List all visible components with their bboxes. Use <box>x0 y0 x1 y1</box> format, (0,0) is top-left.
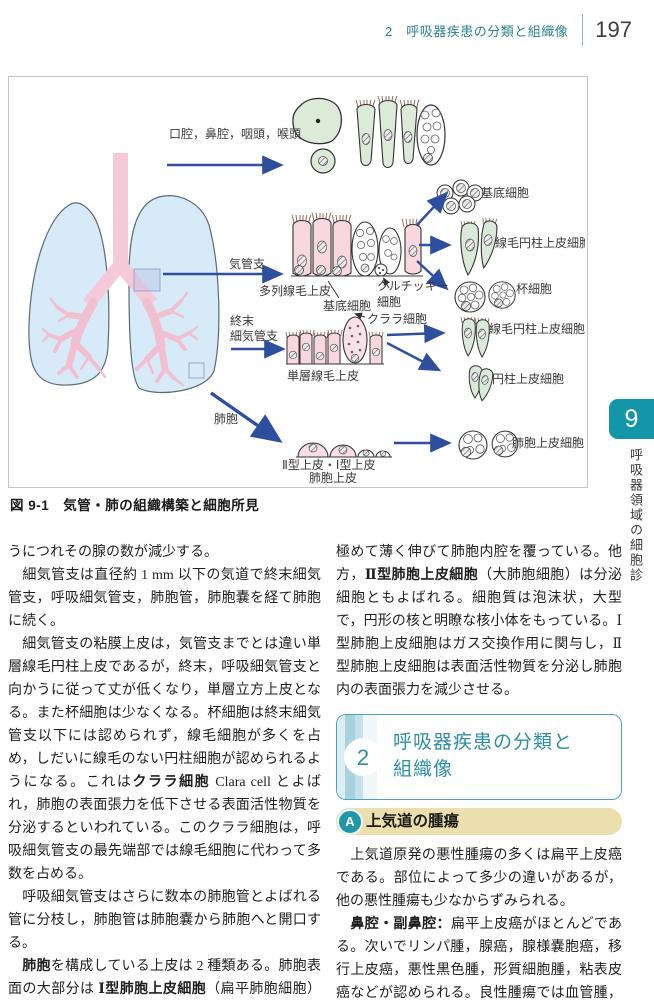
label-upper-airway: 口腔，鼻腔，咽頭，喉頭 <box>169 126 301 141</box>
subsection-heading: A 上気道の腫瘍 <box>336 808 622 835</box>
label-kulchitsky-1: クルチッキー <box>377 279 449 293</box>
label-columnar: 円柱上皮細胞 <box>492 371 564 386</box>
pseudostratified-epithelium <box>291 212 423 277</box>
page-header: 2 呼吸器疾患の分類と組織像 197 <box>0 14 654 46</box>
label-terminal-1: 終末 <box>230 313 254 328</box>
figure-caption: 図 9-1 気管・肺の組織構築と細胞所見 <box>10 498 260 513</box>
header-divider <box>582 14 584 46</box>
label-clara-cell: クララ細胞 <box>367 312 427 326</box>
page-number: 197 <box>595 17 632 42</box>
chapter-tab-label: 呼吸器領域の細胞診 <box>628 448 643 583</box>
label-alveolar-epithelium: 肺胞上皮 <box>309 471 357 485</box>
trachea <box>83 153 157 309</box>
label-pseudostratified: 多列線毛上皮 <box>259 283 331 298</box>
label-goblet: 杯細胞 <box>516 282 552 296</box>
ciliated-columnar-cells-1 <box>460 216 498 277</box>
label-ciliated-2: 線毛円柱上皮細胞 <box>489 321 585 336</box>
label-alveolus: 肺胞 <box>214 412 238 426</box>
lung-illustration <box>28 153 220 394</box>
subsection-title: 上気道の腫瘍 <box>366 813 460 830</box>
section-heading-box: 2 呼吸器疾患の分類と組織像 <box>336 714 622 800</box>
ciliated-columnar-cells-2 <box>460 316 490 358</box>
bronchial-tree-right <box>135 291 199 387</box>
right-column: 極めて薄く伸びて肺胞内腔を覆っている。他方，Ⅱ型肺胞上皮細胞（大肺胞細胞）は分泌… <box>336 541 622 1000</box>
chapter-number: 9 <box>624 404 639 433</box>
paragraph: うにつれその腺の数が減少する。 <box>8 545 218 560</box>
label-kulchitsky-2: 細胞 <box>377 295 401 309</box>
figure-9-1: 口腔，鼻腔，咽頭，喉頭 気管支 多列線毛上皮 基底細胞 クルチッキー 細胞 クラ… <box>8 76 591 488</box>
label-bronchus: 気管支 <box>229 256 265 271</box>
paragraph: 鼻腔・副鼻腔：扁平上皮癌がほとんどである。次いでリンパ腫，腺癌，腺様嚢胞癌，移行… <box>336 917 622 1000</box>
bronchial-tree-left <box>41 297 107 379</box>
paragraph: 肺胞を構成している上皮は 2 種類ある。肺胞表面の大部分は Ⅰ型肺胞上皮細胞（扁… <box>8 959 321 997</box>
section-number: 2 <box>344 738 382 776</box>
label-terminal-2: 細気管支 <box>230 328 278 343</box>
section-title: 呼吸器疾患の分類と組織像 <box>393 732 574 780</box>
alveolus-highlight <box>188 362 205 379</box>
left-column: うにつれその腺の数が減少する。 細気管支は直径約 1 mm 以下の気道で終末細気… <box>8 541 321 1000</box>
paragraph: 細気管支は直径約 1 mm 以下の気道で終末細気管支，呼吸細気管支，肺胞管，肺胞… <box>8 568 321 629</box>
label-basal-cell: 基底細胞 <box>323 298 371 313</box>
label-basal-right: 基底細胞 <box>481 185 529 200</box>
label-simple-ciliated: 単層線毛上皮 <box>287 368 359 383</box>
paragraph: 上気道原発の悪性腫瘍の多くは扁平上皮癌である。部位によって多少の違いがあるが，他… <box>336 848 622 909</box>
running-head: 2 呼吸器疾患の分類と組織像 <box>385 23 569 39</box>
goblet-cells <box>454 281 516 313</box>
label-ciliated-1: 線毛円柱上皮細胞 <box>495 235 585 250</box>
paragraph: 細気管支の粘膜上皮は，気管支までとは違い単層線毛円柱上皮であるが，終末，呼吸細気… <box>8 637 322 882</box>
squamous-cells <box>292 97 343 174</box>
label-alveolar-cells: 肺胞上皮細胞 <box>512 436 584 450</box>
paragraph: 呼吸細気管支はさらに数本の肺胞管とよばれる管に分枝し，肺胞管は肺胞嚢から肺胞へと… <box>8 890 321 951</box>
subsection-badge: A <box>337 808 363 835</box>
pointer-lines <box>327 277 390 320</box>
label-type2-type1: Ⅱ型上皮・Ⅰ型上皮 <box>282 458 375 472</box>
columnar-cells <box>468 365 494 402</box>
body-text: うにつれその腺の数が減少する。 細気管支は直径約 1 mm 以下の気道で終末細気… <box>8 541 648 1000</box>
chapter-tab: 9 <box>609 399 654 439</box>
paragraph: 極めて薄く伸びて肺胞内腔を覆っている。他方，Ⅱ型肺胞上皮細胞（大肺胞細胞）は分泌… <box>336 545 623 698</box>
simple-ciliated-epithelium <box>285 316 384 365</box>
bronchus-highlight <box>133 268 161 292</box>
upper-columnar-cells <box>355 95 446 169</box>
alveolar-epithelium-drawing <box>296 442 392 458</box>
flow-arrows <box>163 155 452 453</box>
figure-illustration: 口腔，鼻腔，咽頭，喉頭 気管支 多列線毛上皮 基底細胞 クルチッキー 細胞 クラ… <box>28 95 591 485</box>
alveolar-cells-drawing <box>458 430 519 460</box>
